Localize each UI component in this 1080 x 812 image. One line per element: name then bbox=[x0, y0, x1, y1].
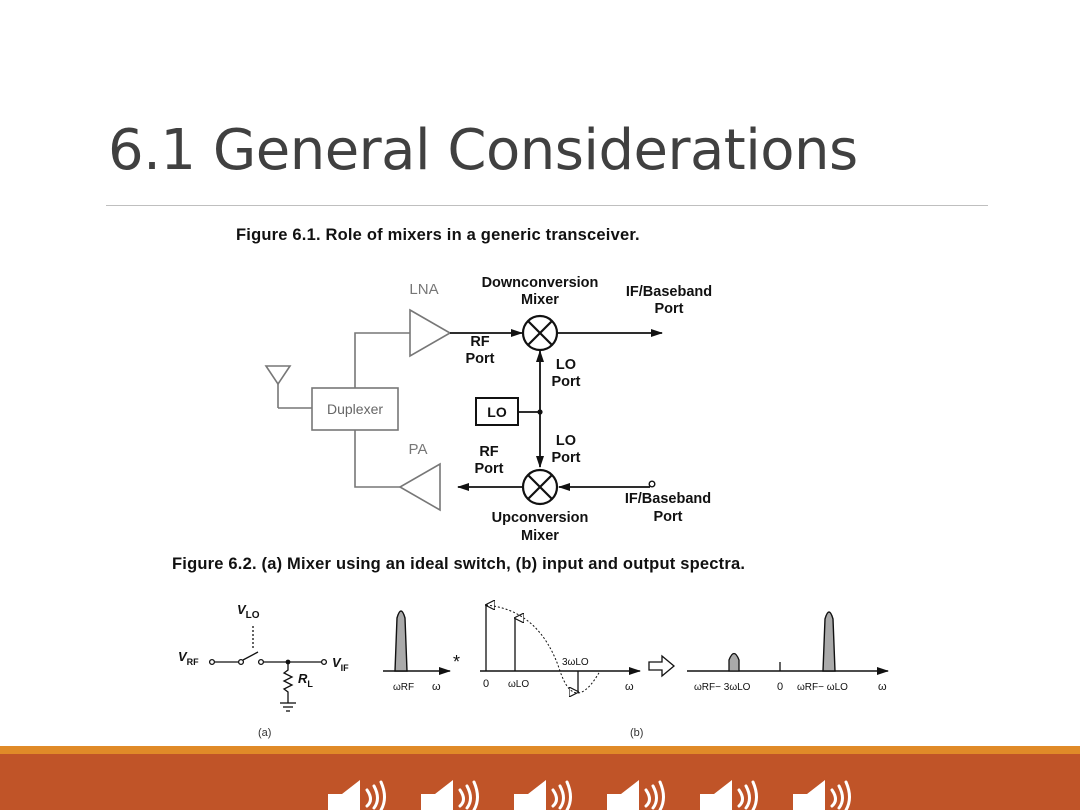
subfigure-a-tag: (a) bbox=[258, 727, 271, 739]
vrf-subscript: RF bbox=[187, 657, 199, 667]
downconversion-label: Downconversion bbox=[482, 275, 599, 291]
audio-icon-row bbox=[322, 772, 872, 812]
result-arrow-icon bbox=[648, 654, 676, 678]
lo-port-top-2: Port bbox=[552, 374, 581, 390]
footer-accent-bar bbox=[0, 746, 1080, 754]
vif-label: V bbox=[332, 655, 342, 670]
speaker-icon[interactable] bbox=[508, 772, 593, 812]
vif-subscript: IF bbox=[341, 663, 350, 673]
svg-text:VIF: VIF bbox=[332, 655, 349, 673]
speaker-icon[interactable] bbox=[322, 772, 407, 812]
if-baseband-bottom: IF/Baseband bbox=[625, 491, 711, 507]
lo-box bbox=[475, 397, 519, 426]
svg-text:VRF: VRF bbox=[178, 649, 199, 667]
output-peak-large bbox=[822, 611, 836, 672]
if-baseband-bottom-port: Port bbox=[654, 509, 683, 525]
lna-label: LNA bbox=[409, 281, 438, 298]
lo-port-bottom: LO bbox=[556, 433, 576, 449]
omega-axis-label-2: ω bbox=[625, 681, 634, 693]
output-left-label: ωRF− 3ωLO bbox=[694, 682, 751, 693]
lo-port-bottom-2: Port bbox=[552, 450, 581, 466]
lo-port-top: LO bbox=[556, 357, 576, 373]
downconversion-mixer-icon bbox=[521, 314, 559, 352]
svg-text:RL: RL bbox=[298, 671, 313, 689]
figure-2-caption: Figure 6.2. (a) Mixer using an ideal swi… bbox=[172, 555, 746, 573]
rf-spectrum-peak bbox=[394, 610, 408, 672]
three-wlo-label: 3ωLO bbox=[562, 657, 589, 668]
rl-subscript: L bbox=[307, 679, 313, 689]
rf-port-top-2: Port bbox=[466, 351, 495, 367]
title-divider bbox=[106, 205, 988, 206]
speaker-icon[interactable] bbox=[601, 772, 686, 812]
convolution-star: * bbox=[453, 652, 460, 672]
pa-label: PA bbox=[409, 441, 428, 458]
omega-axis-label-3: ω bbox=[878, 681, 887, 693]
speaker-icon[interactable] bbox=[787, 772, 872, 812]
if-baseband-top-port: Port bbox=[655, 301, 684, 317]
rf-port-bottom: RF bbox=[479, 444, 498, 460]
svg-text:VLO: VLO bbox=[237, 602, 260, 621]
duplexer-box bbox=[311, 387, 399, 431]
upconversion-mixer-icon bbox=[521, 468, 559, 506]
upconversion-label-2: Mixer bbox=[521, 528, 559, 544]
zero-label-2: 0 bbox=[777, 681, 783, 693]
rf-port-top: RF bbox=[470, 334, 489, 350]
zero-label-1: 0 bbox=[483, 678, 489, 690]
duplexer-label: Duplexer bbox=[327, 401, 383, 417]
figure-1-diagram: Duplexer LNA PA LO Downconversion Mixer … bbox=[264, 275, 712, 544]
wrf-axis-label: ωRF bbox=[393, 682, 414, 693]
upconversion-label: Upconversion bbox=[492, 510, 589, 526]
output-right-label: ωRF− ωLO bbox=[797, 682, 848, 693]
speaker-icon[interactable] bbox=[415, 772, 500, 812]
lo-box-label: LO bbox=[487, 404, 507, 420]
pa-amplifier bbox=[398, 462, 441, 512]
downconversion-label-2: Mixer bbox=[521, 292, 559, 308]
wlo-label: ωLO bbox=[508, 679, 529, 690]
sinc-envelope bbox=[485, 604, 601, 694]
speaker-icon[interactable] bbox=[694, 772, 779, 812]
rf-port-bottom-2: Port bbox=[475, 461, 504, 477]
output-peak-small bbox=[728, 652, 740, 672]
slide-title: 6.1 General Considerations bbox=[108, 118, 858, 183]
antenna-icon bbox=[264, 365, 312, 409]
figure-1-caption: Figure 6.1. Role of mixers in a generic … bbox=[236, 226, 640, 244]
figure-2b-diagram: ωRF ω * 0 ωLO 3ωLO ω ωRF− 3ωLO 0 ωRF− ωL… bbox=[383, 598, 889, 739]
vrf-label: V bbox=[178, 649, 188, 664]
vlo-subscript: LO bbox=[246, 610, 260, 621]
subfigure-b-tag: (b) bbox=[630, 727, 643, 739]
vlo-label: V bbox=[237, 602, 247, 617]
rl-label: R bbox=[298, 671, 308, 686]
figure-2a-diagram: VLO VRF VIF RL (a) bbox=[178, 602, 349, 739]
if-baseband-top: IF/Baseband bbox=[626, 284, 712, 300]
lna-amplifier bbox=[409, 308, 452, 358]
omega-axis-label-1: ω bbox=[432, 681, 441, 693]
